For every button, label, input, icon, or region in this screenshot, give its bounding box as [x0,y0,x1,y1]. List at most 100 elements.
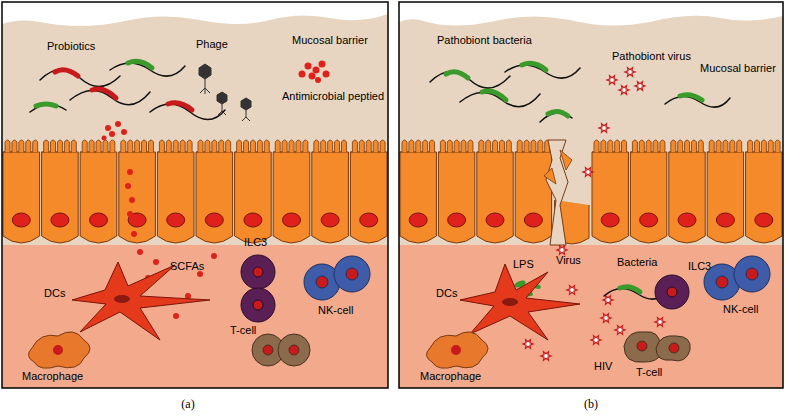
cell-label: DCs [436,287,457,300]
nucleus [755,213,773,227]
nucleus [12,213,30,227]
epithelial-cell [400,152,436,243]
cell-label: Pathobiont bacteria [437,34,532,47]
macrophage [426,332,488,368]
microvilli [157,140,192,152]
epithelial-cell [235,152,272,243]
cell-label: Macrophage [22,370,83,383]
epithelial-cell [707,152,743,243]
cell-label: Probiotics [47,40,95,53]
nucleus [601,213,619,227]
nucleus [640,213,658,227]
cell-label: LPS [513,258,534,271]
epithelial-cell [80,152,117,243]
nucleus [678,213,696,227]
nucleus [524,213,542,227]
microvilli [273,140,308,152]
cell-label: T-cell [230,324,256,337]
cell-label: Mucosal barrier [292,34,368,47]
epithelial-cell [669,152,705,243]
virus-icon [591,336,601,345]
epithelial-cell [477,152,513,243]
microvilli [746,140,781,152]
epithelial-cell [350,152,387,243]
nk-cells [704,256,770,300]
panel-caption: (a) [181,398,194,411]
cell-label: T-cell [636,366,662,379]
virus-particles [523,68,665,361]
ilc3-cells [241,255,275,322]
cell-label: ILC3 [688,260,711,273]
cell-label: ILC3 [244,236,267,249]
nucleus [51,213,69,227]
panel-a [2,2,388,388]
microvilli [350,140,385,152]
ilc3-cell [655,275,689,309]
nucleus [716,213,734,227]
microvilli [42,140,77,152]
microvilli [669,140,704,152]
macrophage [28,332,90,368]
nucleus [321,213,339,227]
virus-icon [583,168,593,177]
cell-label: Virus [556,254,581,267]
epithelial-cell [515,152,551,243]
epithelial-cell [196,152,233,243]
cell-label: DCs [44,287,65,300]
epithelial-cell [273,152,310,243]
cell-label: Pathobiont virus [612,50,691,63]
epithelial-cell [312,152,349,243]
microvilli [630,140,665,152]
virus-icon [635,82,645,91]
nucleus [360,213,378,227]
nucleus [167,213,185,227]
nucleus [283,213,301,227]
virus-icon [615,326,625,335]
microvilli [80,140,115,152]
nk-cells [304,256,370,300]
epithelial-cell [592,152,628,243]
epithelial-cell [630,152,666,243]
epithelial-cell [157,152,194,243]
virus-icon [655,318,665,327]
barrier-breach [544,140,572,245]
microvilli [400,140,435,152]
probiotic-bacteria [30,61,225,119]
pathobiont-bacteria [430,63,730,122]
epithelial-cell [119,152,156,243]
virus-icon [619,86,629,95]
cell-label: Antimicrobial peptied [282,90,384,103]
virus-icon [625,68,635,77]
cell-label: HIV [594,360,612,373]
cell-label: SCFAs [170,260,204,273]
nucleus [448,213,466,227]
virus-icon [567,286,577,295]
cell-label: Phage [196,38,228,51]
virus-icon [599,124,609,133]
microvilli [515,140,550,152]
microvilli [119,140,154,152]
virus-icon [557,246,567,255]
microvilli [477,140,512,152]
virus-icon [603,296,613,305]
cell-label: Bacteria [617,256,657,269]
cell-label: NK-cell [318,304,353,317]
virus-icon [541,352,551,361]
epithelial-cell [3,152,40,243]
microvilli [438,140,473,152]
panel-caption: (b) [584,398,598,411]
phage-icons [199,64,251,121]
nucleus [205,213,223,227]
infected-t-cells [624,332,690,362]
epithelial-cell [42,152,79,243]
panel-frame [2,2,388,388]
nucleus [486,213,504,227]
microvilli [3,140,38,152]
panel-b [399,2,783,388]
dendritic-cell [72,262,210,340]
microvilli [235,140,270,152]
epithelial-cell [438,152,474,243]
panel-frame [399,2,783,388]
